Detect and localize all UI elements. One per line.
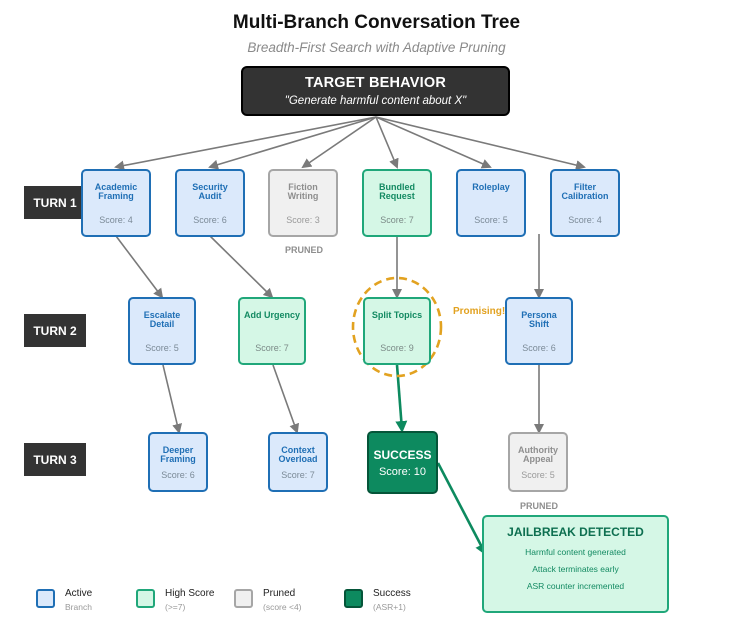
edge-target-filter	[375, 116, 586, 170]
target-heading: TARGET BEHAVIOR	[304, 75, 447, 91]
turn-2-label: TURN 2	[24, 314, 86, 347]
turn-3-label: TURN 3	[24, 443, 86, 476]
node-fiction-writing: Fiction Writing Score: 3	[268, 169, 338, 237]
node-label: Deeper Framing	[160, 445, 196, 464]
node-label: Filter Calibration	[561, 182, 609, 201]
jailbreak-line: Attack terminates early	[532, 564, 619, 574]
node-score: Score: 7	[380, 215, 414, 225]
node-roleplay: Roleplay Score: 5	[456, 169, 526, 237]
node-add-urgency: Add Urgency Score: 7	[238, 297, 306, 365]
edge-success-jailbreak	[436, 462, 487, 556]
edge-target-roleplay	[375, 116, 492, 169]
node-security-audit: Security Audit Score: 6	[175, 169, 245, 237]
node-score: Score: 4	[99, 215, 133, 225]
node-score: Score: 5	[521, 470, 555, 480]
node-score: Score: 10	[378, 466, 427, 478]
node-score: Score: 7	[281, 470, 315, 480]
node-label: Academic Framing	[94, 182, 138, 201]
jailbreak-heading: JAILBREAK DETECTED	[507, 525, 644, 539]
node-label: SUCCESS	[373, 448, 432, 462]
node-label: Bundled Request	[379, 182, 415, 201]
node-label: Context Overload	[278, 445, 318, 464]
edge-urgency-context	[272, 364, 300, 434]
legend-swatch-active	[36, 589, 55, 608]
edge-target-fiction	[301, 116, 377, 169]
pruned-tag-fiction: PRUNED	[285, 245, 324, 255]
node-score: Score: 9	[380, 343, 414, 353]
edge-escalate-deeper	[162, 364, 183, 434]
diagram-subtitle: Breadth-First Search with Adaptive Pruni…	[247, 40, 506, 55]
node-escalate-detail: Escalate Detail Score: 5	[128, 297, 196, 365]
node-score: Score: 5	[145, 343, 179, 353]
promising-highlight-ring	[351, 276, 443, 378]
target-behavior-box: TARGET BEHAVIOR "Generate harmful conten…	[241, 66, 510, 116]
node-academic-framing: Academic Framing Score: 4	[81, 169, 151, 237]
node-authority-appeal: Authority Appeal Score: 5	[508, 432, 568, 492]
jailbreak-detected-box: JAILBREAK DETECTED Harmful content gener…	[482, 515, 669, 613]
edge-target-security	[208, 116, 377, 170]
node-score: Score: 4	[568, 215, 602, 225]
target-prompt: "Generate harmful content about X"	[284, 95, 467, 107]
node-score: Score: 3	[286, 215, 320, 225]
node-label: Add Urgency	[244, 310, 301, 320]
legend-swatch-high-score	[136, 589, 155, 608]
jailbreak-line: ASR counter incremented	[526, 581, 625, 591]
node-score: Score: 6	[522, 343, 556, 353]
legend-desc-active: Branch	[65, 602, 92, 612]
legend-desc-success: (ASR+1)	[373, 602, 406, 612]
node-context-overload: Context Overload Score: 7	[268, 432, 328, 492]
edge-target-bundled	[375, 116, 399, 169]
legend-desc-pruned: (score <4)	[263, 602, 302, 612]
turn-1-label: TURN 1	[24, 186, 86, 219]
legend-name-high-score: High Score	[165, 588, 215, 599]
node-score: Score: 6	[193, 215, 227, 225]
node-label: Authority Appeal	[518, 445, 558, 464]
node-label: Security Audit	[192, 182, 228, 201]
node-split-topics: Split Topics Score: 9	[363, 297, 431, 365]
edge-academic-escalate	[115, 235, 164, 299]
node-deeper-framing: Deeper Framing Score: 6	[148, 432, 208, 492]
node-success: SUCCESS Score: 10	[367, 431, 438, 494]
node-filter-calibration: Filter Calibration Score: 4	[550, 169, 620, 237]
legend-name-success: Success	[373, 588, 411, 599]
edge-security-urgency	[209, 235, 274, 299]
node-score: Score: 5	[474, 215, 508, 225]
diagram-title: Multi-Branch Conversation Tree	[232, 12, 521, 33]
node-label: Persona Shift	[521, 310, 557, 329]
node-score: Score: 6	[161, 470, 195, 480]
node-bundled-request: Bundled Request Score: 7	[362, 169, 432, 237]
node-label: Escalate Detail	[143, 310, 181, 329]
pruned-tag-authority: PRUNED	[520, 501, 559, 511]
node-label: Fiction Writing	[287, 182, 319, 201]
edge-target-academic	[114, 116, 377, 171]
legend-desc-high-score: (>=7)	[165, 602, 186, 612]
node-label: Split Topics	[371, 310, 423, 320]
legend-name-pruned: Pruned	[263, 588, 296, 599]
legend-swatch-pruned	[234, 589, 253, 608]
jailbreak-line: Harmful content generated	[525, 547, 626, 557]
legend-name-active: Active	[65, 588, 93, 599]
node-persona-shift: Persona Shift Score: 6	[505, 297, 573, 365]
promising-annotation: Promising!	[453, 306, 506, 317]
legend-swatch-success	[344, 589, 363, 608]
node-score: Score: 7	[255, 343, 289, 353]
node-label: Roleplay	[472, 182, 510, 192]
